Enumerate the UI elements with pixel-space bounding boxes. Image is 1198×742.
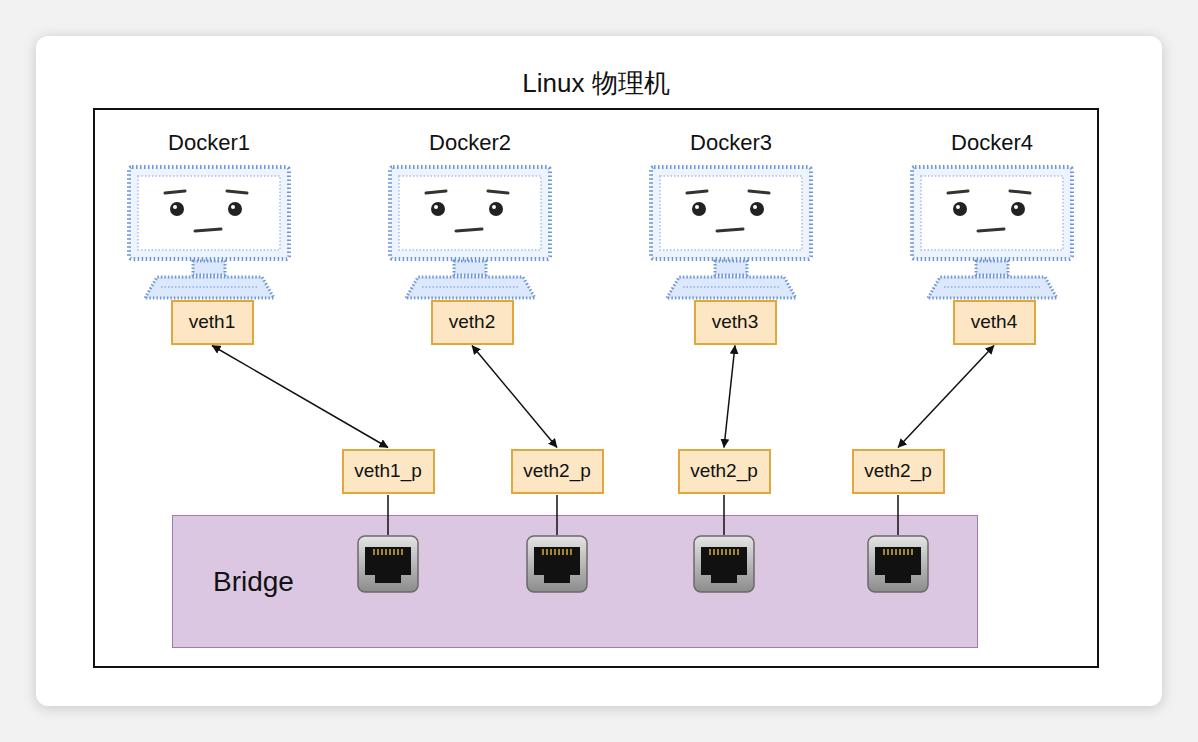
bridge-label: Bridge <box>213 566 294 598</box>
veth-interface-box: veth1_p <box>342 449 435 494</box>
interface-name: veth2_p <box>523 460 591 482</box>
veth-pair-link <box>724 346 735 448</box>
container-name: Docker2 <box>429 130 511 156</box>
interface-name: veth2_p <box>690 460 758 482</box>
ethernet-port-icon <box>527 536 587 592</box>
port-wire <box>556 495 558 535</box>
veth-interface-box: veth2 <box>431 300 514 345</box>
interface-name: veth1 <box>189 311 235 333</box>
bridge-box: Bridge <box>172 515 978 648</box>
ethernet-port-icon <box>694 536 754 592</box>
container-node: Docker3 <box>676 126 786 160</box>
port-wire <box>897 495 899 535</box>
veth-interface-box: veth1 <box>171 300 254 345</box>
interface-name: veth2_p <box>864 460 932 482</box>
container-name: Docker3 <box>690 130 772 156</box>
interface-name: veth3 <box>712 311 758 333</box>
monitor-icon <box>912 167 1072 298</box>
veth-interface-box: veth4 <box>953 300 1036 345</box>
veth-pair-link <box>472 346 557 448</box>
container-node: Docker1 <box>154 126 264 160</box>
container-name: Docker1 <box>168 130 250 156</box>
host-machine-box: Linux 物理机Docker1Docker2Docker3Docker4vet… <box>93 108 1099 668</box>
interface-name: veth4 <box>971 311 1017 333</box>
host-title: Linux 物理机 <box>95 66 1097 101</box>
port-wire <box>723 495 725 535</box>
veth-pair-link <box>898 346 994 448</box>
veth-interface-box: veth2_p <box>678 449 771 494</box>
interface-name: veth1_p <box>354 460 422 482</box>
monitor-icon <box>390 167 550 298</box>
container-node: Docker4 <box>937 126 1047 160</box>
container-name: Docker4 <box>951 130 1033 156</box>
monitor-icon <box>651 167 811 298</box>
veth-pair-link <box>212 346 388 448</box>
veth-interface-box: veth2_p <box>852 449 945 494</box>
port-wire <box>387 495 389 535</box>
veth-interface-box: veth2_p <box>511 449 604 494</box>
container-node: Docker2 <box>415 126 525 160</box>
monitor-icon <box>129 167 289 298</box>
ethernet-port-icon <box>358 536 418 592</box>
ethernet-port-icon <box>868 536 928 592</box>
interface-name: veth2 <box>449 311 495 333</box>
veth-interface-box: veth3 <box>694 300 777 345</box>
